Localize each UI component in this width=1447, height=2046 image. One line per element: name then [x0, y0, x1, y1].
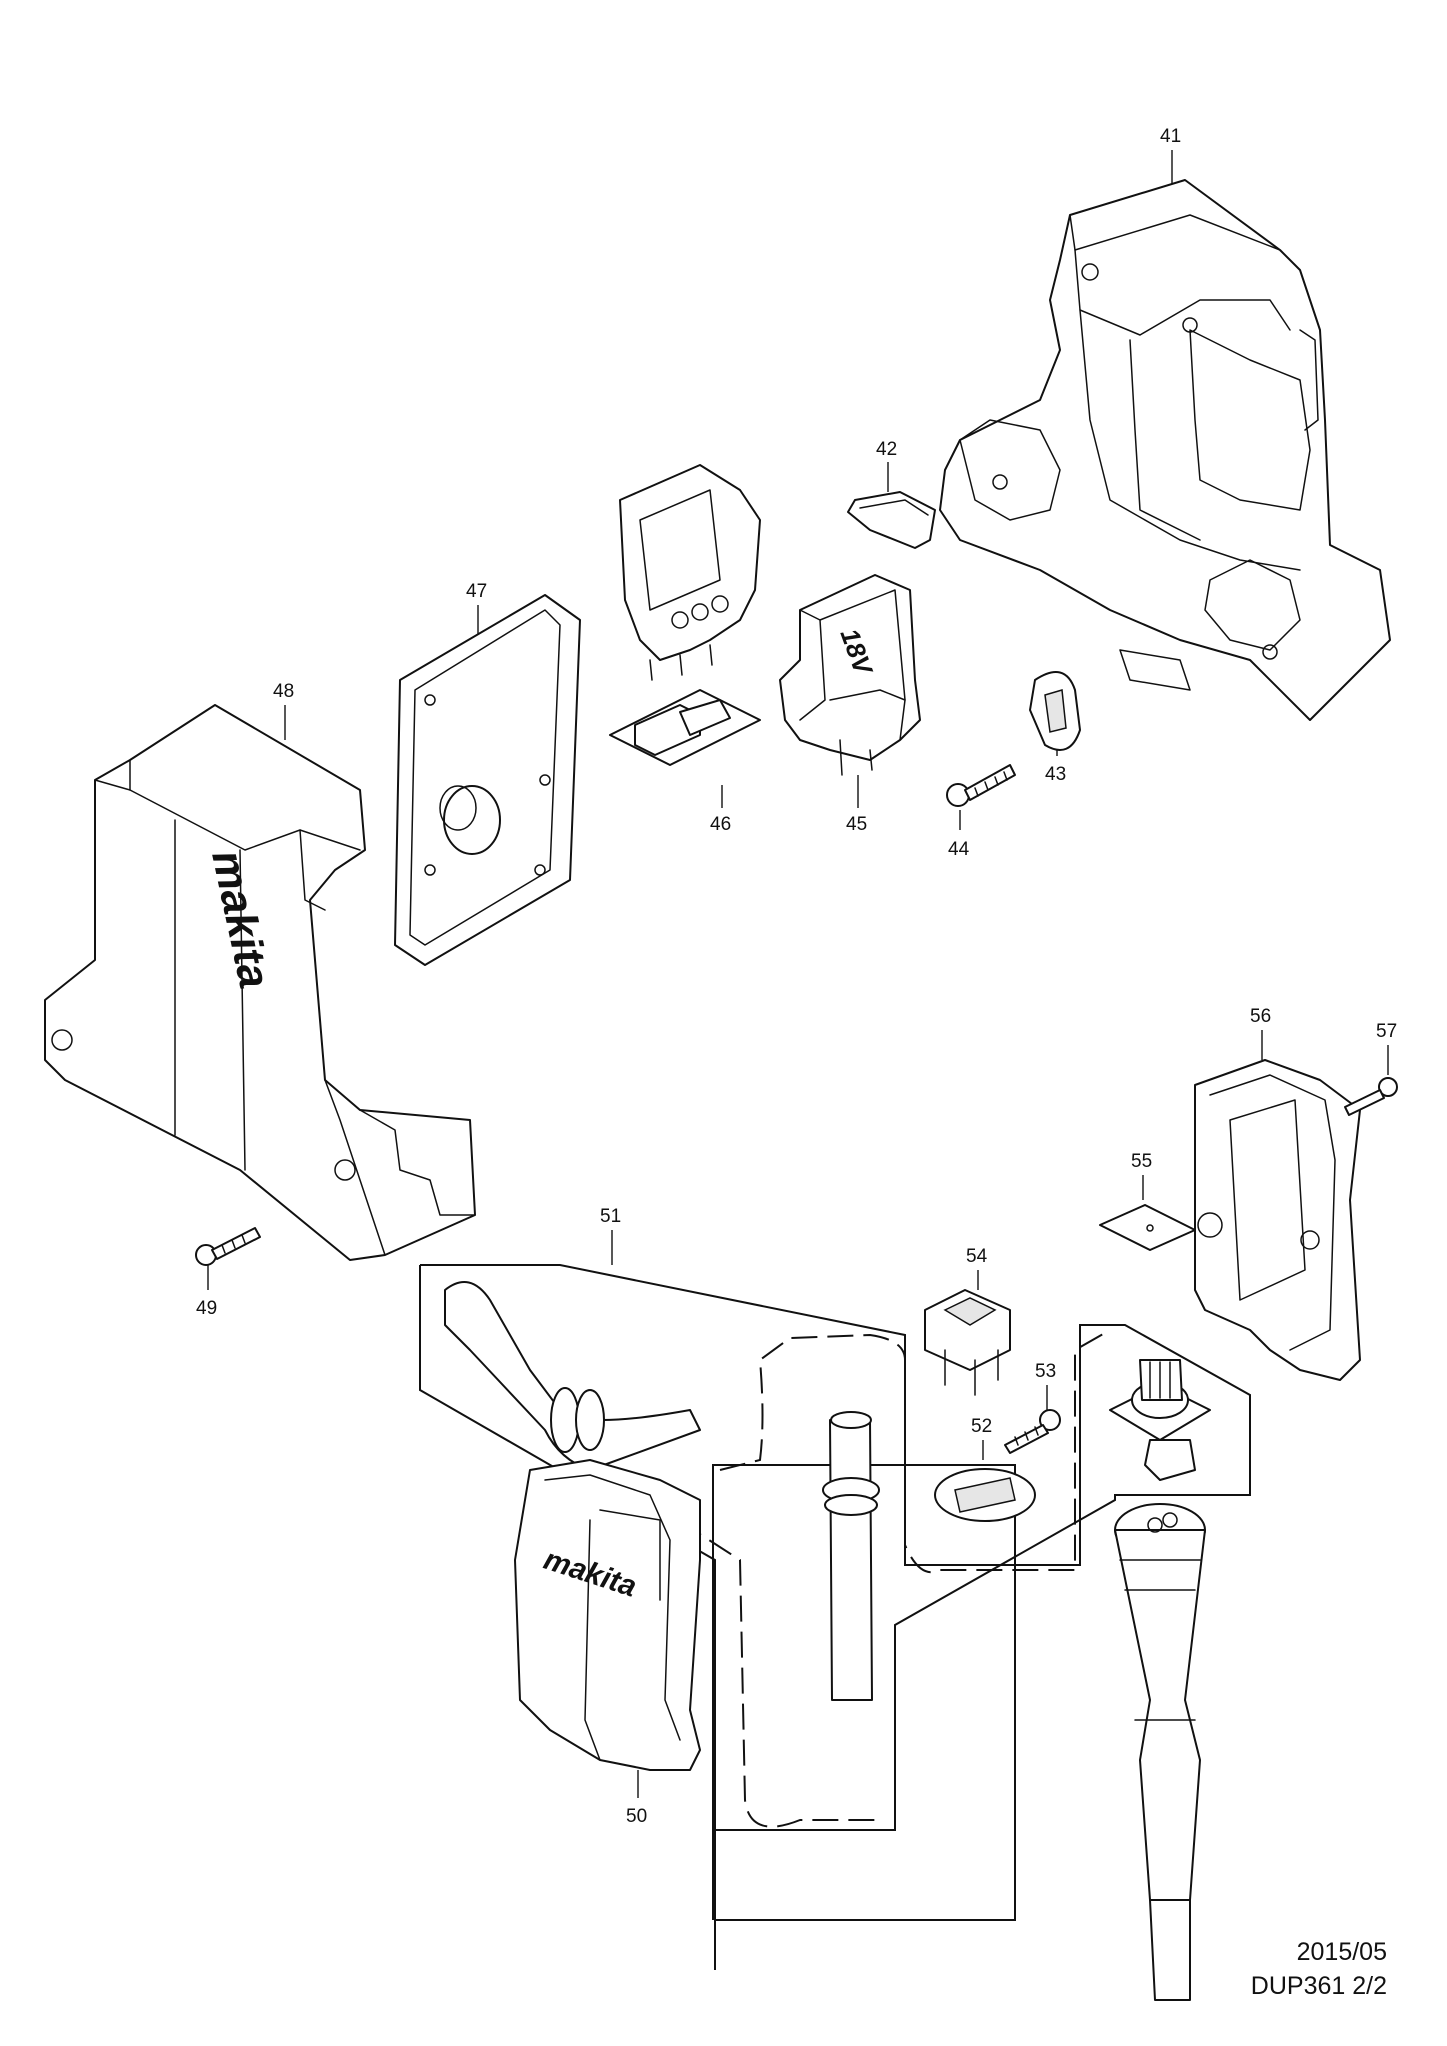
- part-43-grommet: [1029, 671, 1081, 756]
- callout-45: 45: [846, 814, 867, 835]
- part-54-rocker-switch: [924, 1270, 1011, 1396]
- connector-socket: [1109, 1359, 1211, 1481]
- callout-43: 43: [1045, 764, 1066, 785]
- callout-57: 57: [1376, 1021, 1397, 1042]
- part-49-screw: [195, 1227, 261, 1290]
- part-52-grommet: [934, 1440, 1036, 1522]
- callout-53: 53: [1035, 1361, 1056, 1382]
- callout-49: 49: [196, 1298, 217, 1319]
- cable-plug: [1114, 1503, 1206, 2001]
- part-57-screw: [1344, 1045, 1398, 1116]
- part-51-hose-parts: [444, 1281, 880, 1701]
- callout-55: 55: [1131, 1151, 1152, 1172]
- callout-50: 50: [626, 1806, 647, 1827]
- callout-44: 44: [948, 839, 970, 860]
- part-42-spring-clip: [847, 462, 936, 549]
- part-50-battery-cover: makita: [514, 1459, 701, 1798]
- callout-54: 54: [966, 1246, 988, 1267]
- terminal-block: [619, 464, 761, 681]
- part-44-screw: [946, 764, 1016, 830]
- part-56-end-cap: [1194, 1030, 1361, 1381]
- callout-52: 52: [971, 1416, 992, 1437]
- callout-47: 47: [466, 581, 487, 602]
- callout-41: 41: [1160, 126, 1181, 147]
- part-55-plate: [1099, 1175, 1196, 1251]
- part-53-screw: [1004, 1385, 1061, 1454]
- part-48-housing: makita: [44, 704, 476, 1261]
- callout-42: 42: [876, 439, 897, 460]
- footer-model-page: DUP361 2/2: [1250, 1972, 1387, 2000]
- callout-48: 48: [273, 681, 294, 702]
- callout-46: 46: [710, 814, 731, 835]
- callout-51: 51: [600, 1206, 621, 1227]
- footer-date: 2015/05: [1296, 1938, 1387, 1966]
- part-46-circuit-board: [609, 689, 761, 808]
- part-45-terminal-holder: 18V: [779, 574, 921, 808]
- callout-56: 56: [1250, 1006, 1271, 1027]
- part-41-frame-housing: [939, 150, 1391, 721]
- part-47-cover-plate: [394, 594, 581, 966]
